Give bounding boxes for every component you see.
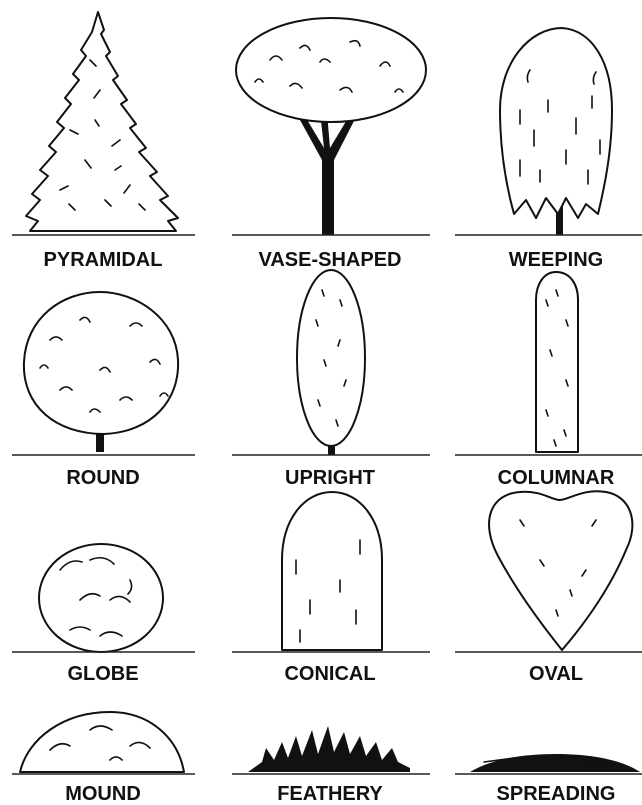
pyramidal-tree: PYRAMIDAL: [12, 12, 195, 271]
round-label: ROUND: [66, 467, 139, 489]
weeping-tree: WEEPING: [455, 28, 642, 271]
round-tree: ROUND: [12, 292, 195, 489]
conical-label: CONICAL: [284, 663, 375, 685]
pyramidal-label: PYRAMIDAL: [44, 249, 163, 271]
oval-tree: OVAL: [455, 491, 642, 685]
oval-crown: [489, 491, 632, 650]
upright-crown: [297, 270, 365, 446]
conical-tree: CONICAL: [232, 492, 430, 685]
weeping-crown: [500, 28, 612, 218]
spreading-tree: SPREADING: [455, 754, 642, 805]
feathery-foliage: [248, 726, 410, 772]
globe-tree: GLOBE: [12, 544, 195, 685]
columnar-tree: COLUMNAR: [455, 272, 642, 489]
spreading-foliage: [470, 754, 640, 772]
upright-label: UPRIGHT: [285, 467, 375, 489]
columnar-label: COLUMNAR: [498, 467, 615, 489]
mound-label: MOUND: [65, 783, 141, 805]
upright-tree: UPRIGHT: [232, 270, 430, 489]
round-crown: [24, 292, 178, 434]
feathery-tree: FEATHERY: [232, 726, 430, 805]
columnar-crown: [536, 272, 578, 452]
weeping-label: WEEPING: [509, 249, 603, 271]
oval-label: OVAL: [529, 663, 583, 685]
pyramidal-crown: [26, 12, 178, 231]
conical-crown: [282, 492, 382, 650]
mound-tree: MOUND: [12, 712, 195, 805]
vase-canopy: [236, 18, 426, 122]
feathery-label: FEATHERY: [277, 783, 383, 805]
vase-trunk: [300, 112, 354, 235]
mound-crown: [20, 712, 184, 772]
vase-shaped-tree: VASE-SHAPED: [232, 18, 430, 271]
globe-label: GLOBE: [67, 663, 138, 685]
vase-shaped-label: VASE-SHAPED: [259, 249, 402, 271]
spreading-label: SPREADING: [497, 783, 616, 805]
